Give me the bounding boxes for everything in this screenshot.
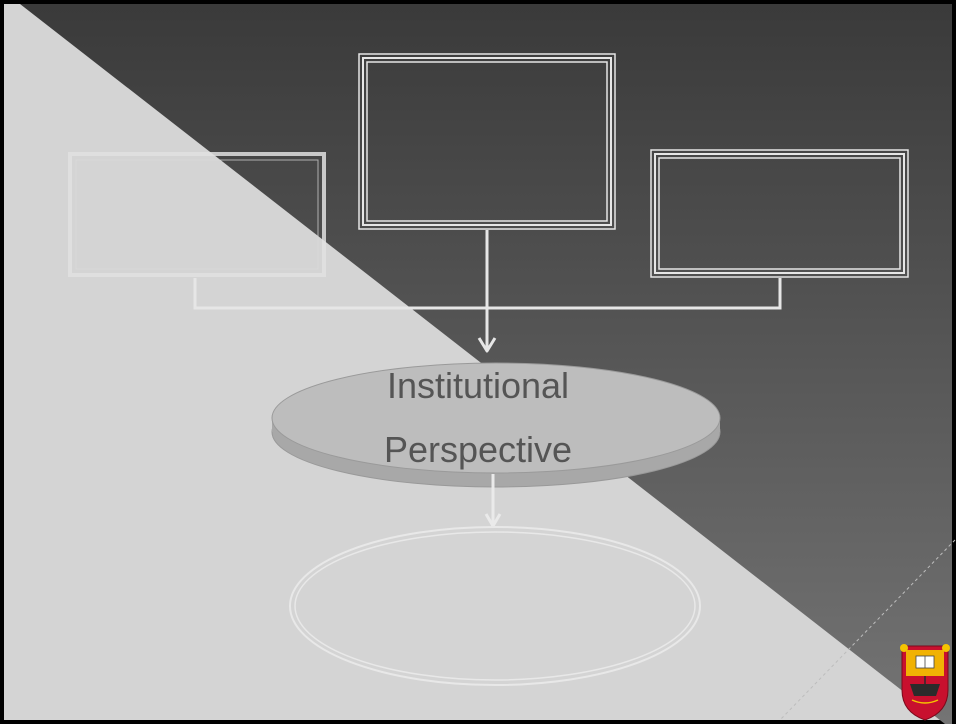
right-box — [650, 149, 909, 278]
center-top-box — [358, 53, 616, 230]
arrow-to-disc — [477, 230, 497, 353]
bottom-ellipse — [289, 526, 701, 686]
disc-label-line1: Institutional — [386, 365, 570, 406]
institutional-perspective-disc — [271, 362, 721, 488]
disc-label-line2: Perspective — [383, 429, 573, 470]
university-crest-icon — [900, 644, 950, 721]
arrow-to-bottom-ellipse — [484, 474, 502, 528]
left-box — [68, 152, 326, 277]
